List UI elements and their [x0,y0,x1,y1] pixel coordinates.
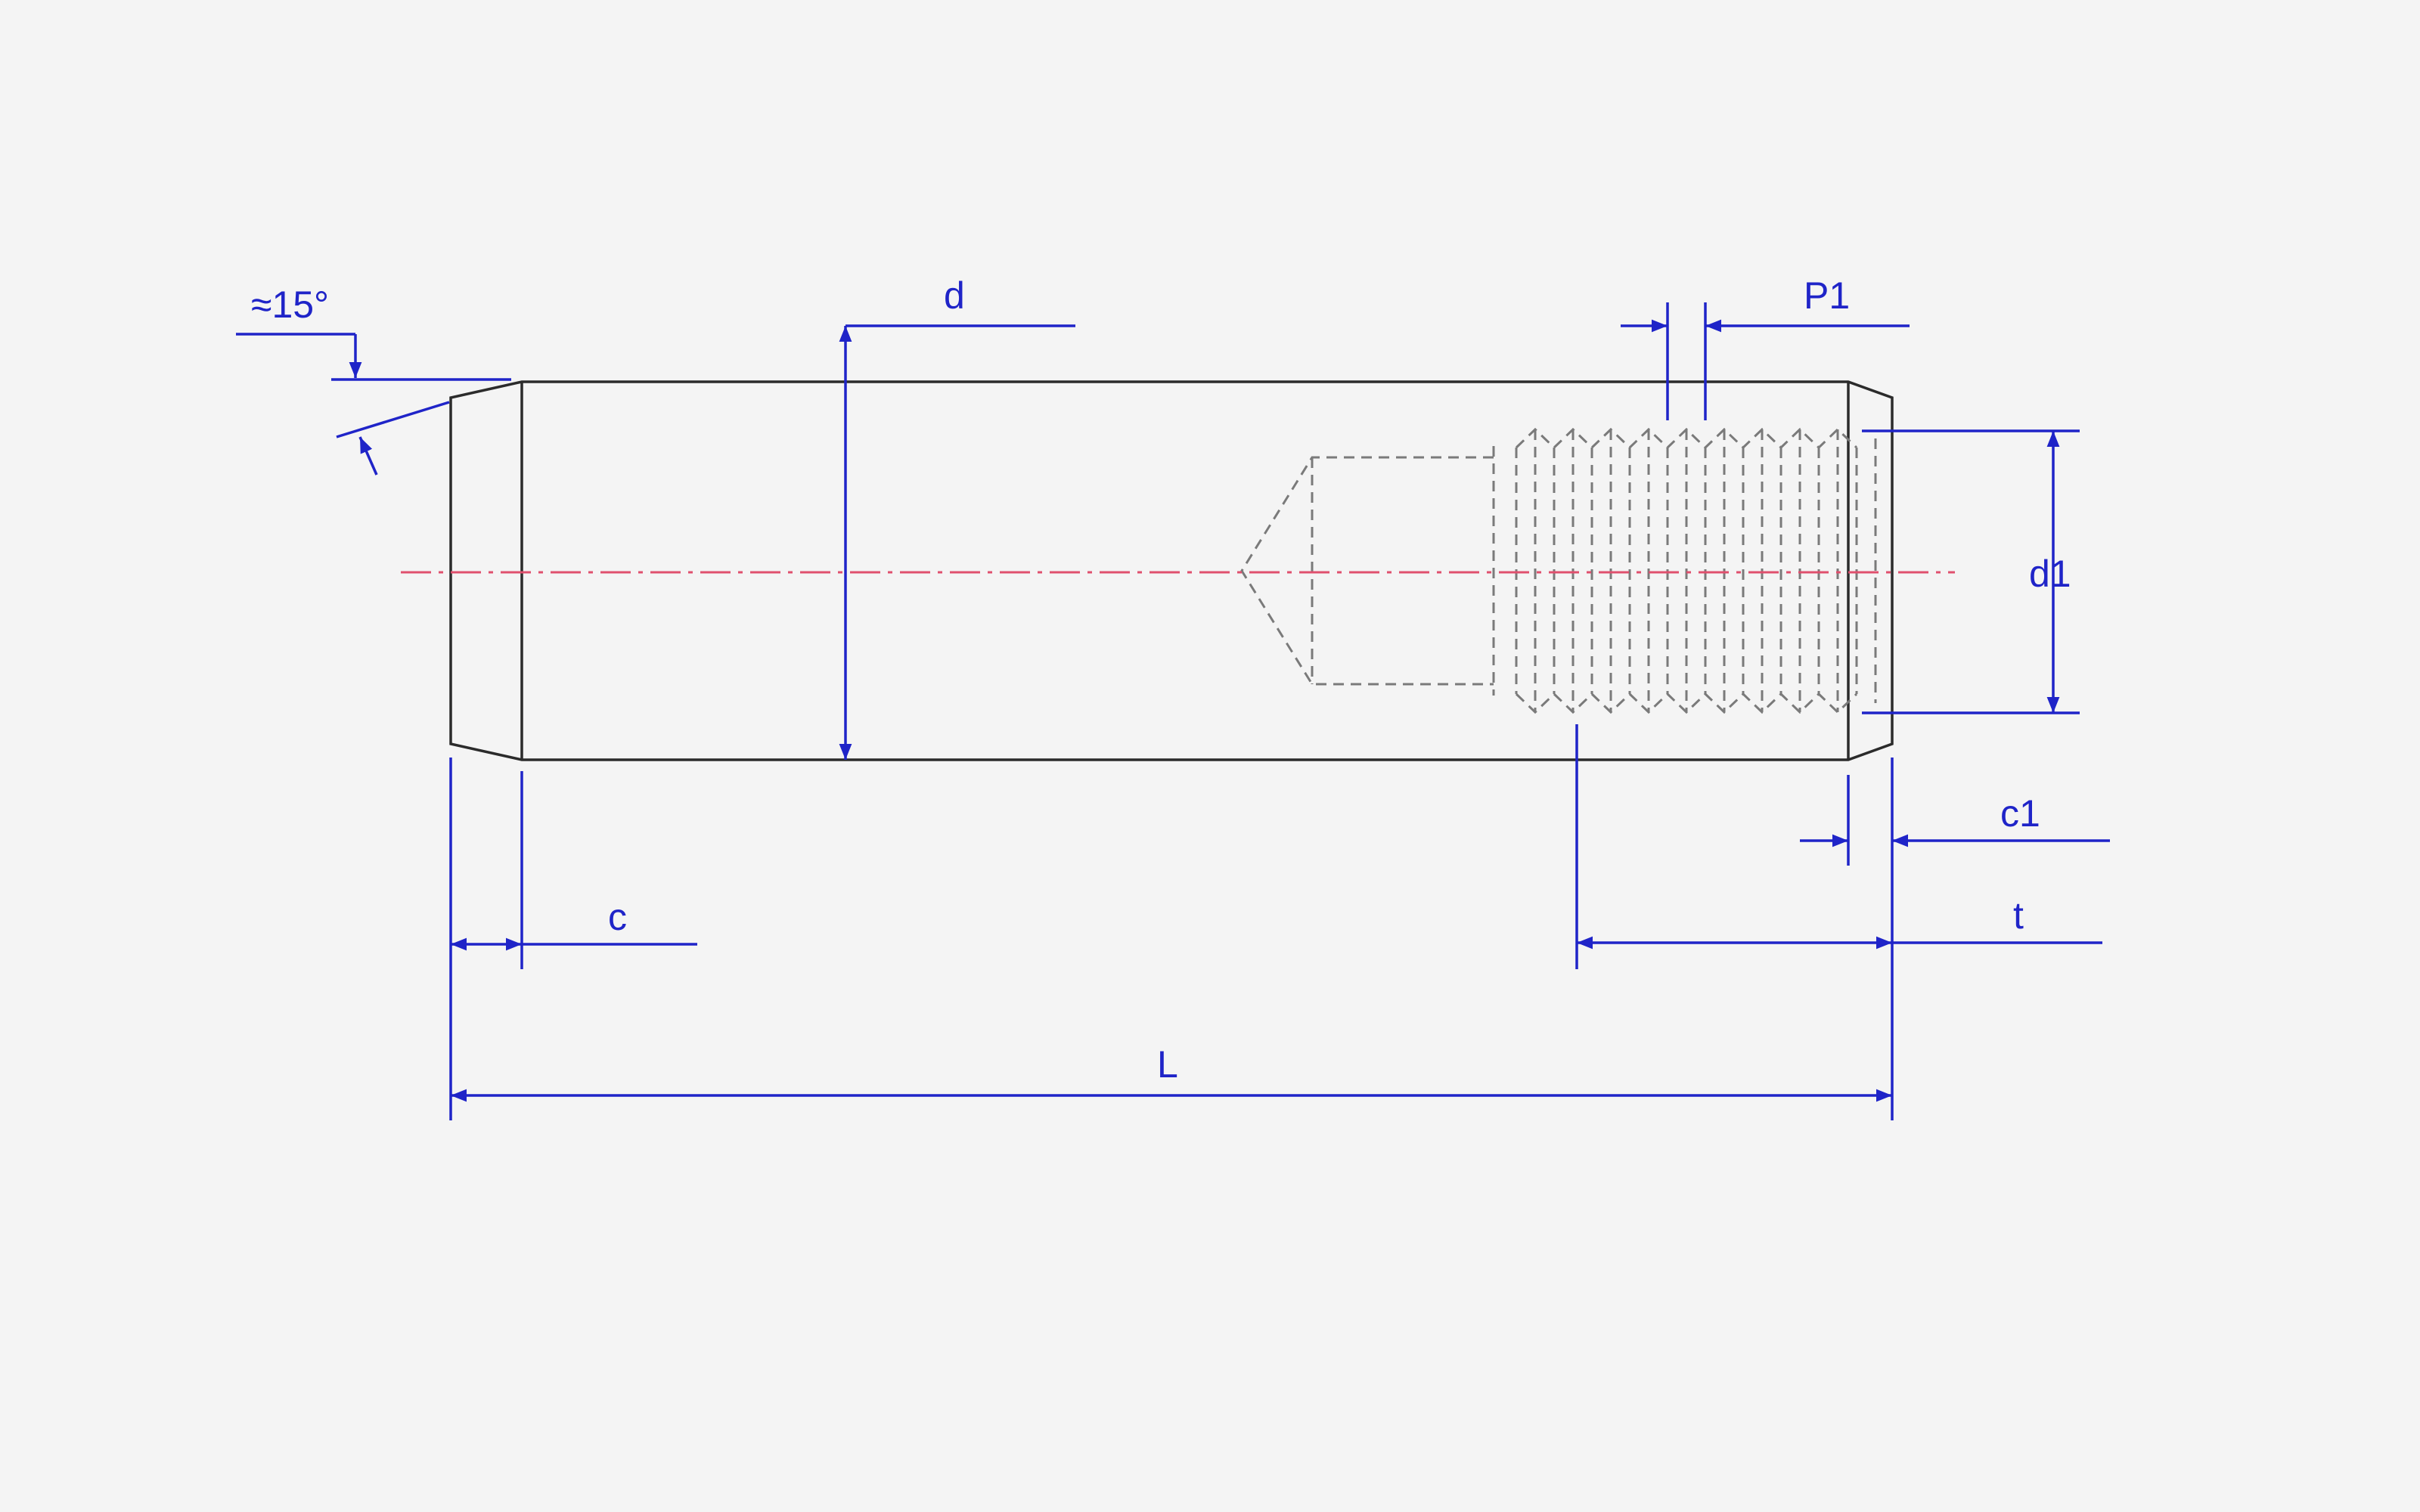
chamfer-length-label: c [608,896,627,938]
thread-diameter-label: d1 [2029,553,2071,595]
thread-flank-lines [1515,429,1858,712]
thread-pitch-label: P1 [1804,274,1850,317]
dimension-lines [236,302,2110,1120]
thread-depth-label: t [2013,894,2024,937]
thread-chamfer-length-label: c1 [2000,792,2040,835]
pin-outline [449,380,1894,761]
angle-leader-slant [336,401,450,438]
angle-arrow-bottom [358,436,378,476]
drill-hole-hidden [1240,456,1494,686]
dimension-labels: ≈15° d P1 d1 c c1 t L [251,274,2071,1086]
hidden-lines [1240,427,1877,714]
pin-body-outline [449,380,1894,761]
diameter-label: d [944,274,965,317]
chamfer-angle-label: ≈15° [251,284,329,326]
total-length-label: L [1157,1043,1178,1086]
